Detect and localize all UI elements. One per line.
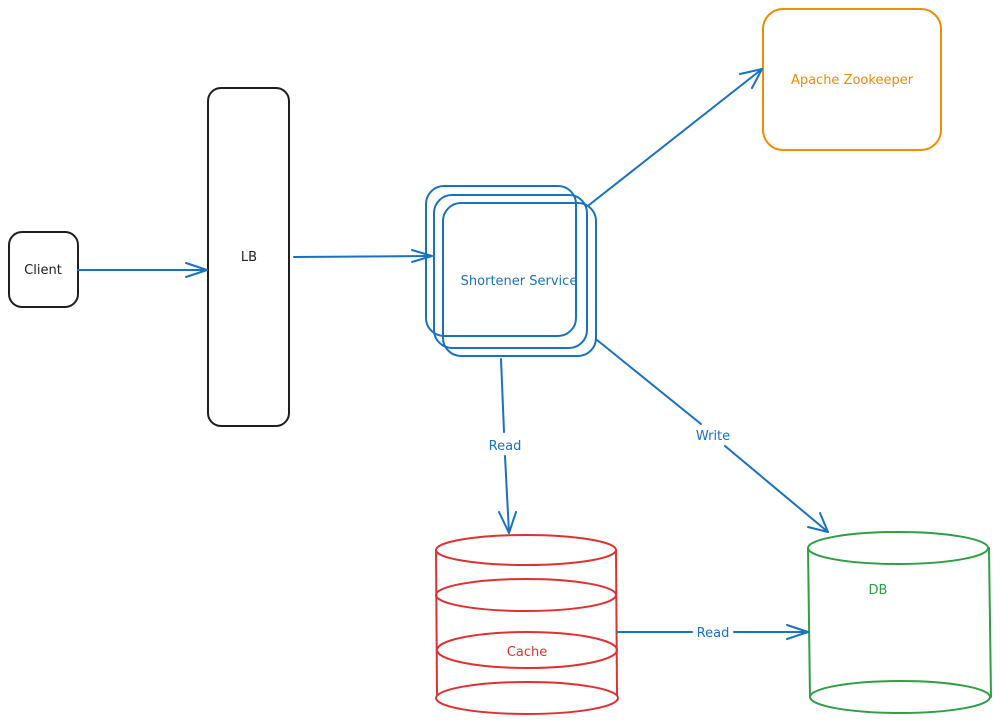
arrowhead-icon — [807, 512, 829, 533]
load-balancer-node[interactable]: LB — [207, 87, 290, 427]
cache-label: Cache — [507, 645, 547, 660]
edge-shortener-to-db[interactable]: Write — [596, 339, 829, 533]
edge-client-to-lb[interactable] — [77, 262, 208, 278]
edge-cache-read-label: Read — [697, 626, 730, 641]
arrowhead-icon — [786, 624, 809, 640]
zookeeper-node[interactable]: Apache Zookeeper — [762, 8, 942, 151]
arrowhead-icon — [185, 262, 208, 278]
db-node[interactable]: DB — [807, 531, 992, 714]
zookeeper-label: Apache Zookeeper — [791, 73, 914, 88]
arrowhead-icon — [498, 511, 517, 534]
cache-node[interactable]: Cache — [435, 534, 619, 715]
edge-shortener-to-zookeeper[interactable] — [588, 68, 763, 206]
edge-write-label: Write — [696, 429, 730, 444]
lb-label: LB — [241, 250, 257, 265]
shortener-service-label: Shortener Service — [461, 274, 578, 289]
arrowhead-icon — [411, 249, 433, 263]
client-node[interactable]: Client — [8, 231, 79, 308]
client-label: Client — [24, 263, 62, 278]
db-label: DB — [869, 583, 888, 598]
edge-shortener-to-cache[interactable]: Read — [489, 358, 522, 534]
edge-lb-to-shortener[interactable] — [293, 249, 433, 263]
edge-read-label: Read — [489, 439, 522, 454]
edge-cache-to-db[interactable]: Read — [616, 624, 809, 641]
shortener-service-node[interactable]: Shortener Service — [425, 185, 597, 357]
arrowhead-icon — [739, 68, 763, 89]
